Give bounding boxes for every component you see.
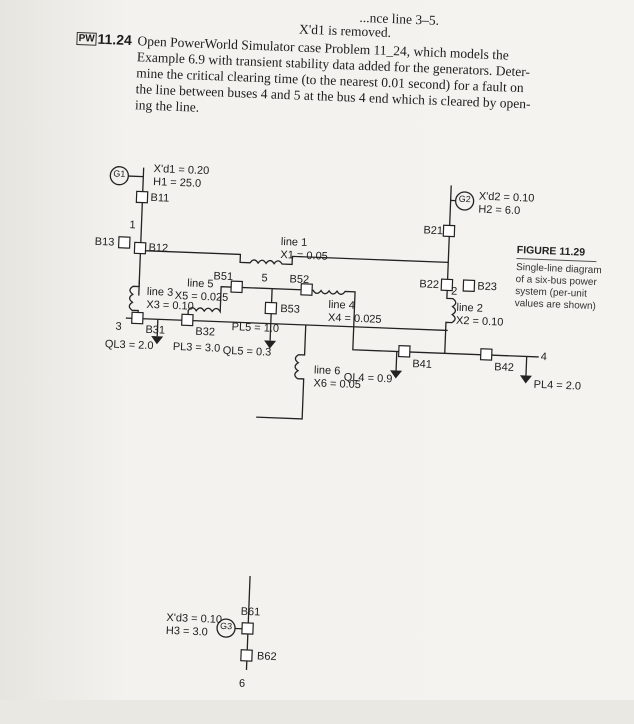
line-3-name: line 3 (147, 286, 174, 299)
line-6-wire (256, 323, 306, 419)
breaker-b32 (182, 314, 193, 325)
textbook-page: ...nce line 3–5. X'd1 is removed. PW 11.… (0, 0, 634, 700)
load-4-q: QL4 = 0.9 (344, 371, 393, 385)
label-b12: B12 (148, 242, 168, 255)
gen3-xd: X'd3 = 0.10 (166, 612, 222, 626)
load-4-feeder (526, 356, 527, 375)
breaker-b41 (399, 346, 410, 357)
label-b31: B31 (145, 324, 165, 337)
label-b13: B13 (95, 236, 115, 249)
bus-3-number: 3 (115, 321, 122, 333)
generator-2-label: G2 (459, 194, 471, 204)
load-4-arrow (520, 375, 532, 383)
load-3-q: QL3 = 2.0 (105, 338, 154, 352)
breaker-b53 (265, 302, 276, 313)
line-2-wire (445, 292, 456, 353)
bus-2-number: 2 (451, 286, 458, 298)
breaker-b13 (119, 237, 130, 248)
bus-6-number: 6 (239, 678, 246, 690)
gen1-xd: X'd1 = 0.20 (153, 163, 209, 177)
bus-3-bar (126, 318, 448, 330)
label-b21: B21 (423, 224, 443, 237)
breaker-b62 (241, 650, 252, 661)
generator-1-label: G1 (113, 168, 125, 178)
breaker-b12 (134, 242, 145, 253)
gen3-h: H3 = 3.0 (166, 625, 208, 639)
load-4-p: PL4 = 2.0 (533, 379, 581, 393)
bus-4-number: 4 (540, 351, 547, 363)
load-4q-feeder (396, 351, 397, 370)
bus-4-bar (405, 352, 539, 357)
line-5-name: line 5 (187, 277, 214, 290)
label-b32: B32 (195, 326, 215, 339)
breaker-b42 (481, 349, 492, 360)
line-2-reactance: X2 = 0.10 (456, 315, 504, 329)
line-6-name: line 6 (314, 364, 341, 377)
label-b41: B41 (412, 358, 432, 371)
gen2-xd: X'd2 = 0.10 (479, 191, 535, 205)
load-3-p: PL3 = 3.0 (173, 341, 221, 355)
label-b42: B42 (494, 361, 514, 374)
bus-1-bar (139, 168, 144, 296)
line-1-name: line 1 (281, 236, 308, 249)
gen2-h: H2 = 6.0 (478, 204, 520, 218)
breaker-b61 (242, 623, 253, 634)
load-5-q: QL5 = 0.3 (222, 345, 271, 359)
breaker-b31 (132, 312, 143, 323)
breaker-b23 (463, 280, 474, 291)
line-1-reactance: X1 = 0.05 (280, 249, 328, 263)
label-b61: B61 (240, 606, 260, 619)
breaker-b11 (136, 191, 147, 202)
bus-2-bar (447, 185, 451, 292)
line-2-name: line 2 (456, 302, 483, 315)
bus-1-number: 1 (129, 219, 136, 231)
line-5-reactance: X5 = 0.025 (175, 290, 229, 304)
bus-5-number: 5 (261, 272, 268, 284)
breaker-b21 (443, 225, 454, 236)
gen1-h: H1 = 25.0 (153, 176, 201, 190)
load-5-p: PL5 = 1.0 (231, 321, 279, 335)
label-b52: B52 (289, 273, 309, 286)
line-4-reactance: X4 = 0.025 (328, 312, 382, 326)
label-b51: B51 (213, 270, 233, 283)
label-b11: B11 (150, 192, 169, 205)
label-b62: B62 (257, 650, 277, 663)
label-b22: B22 (419, 278, 439, 291)
line-4-name: line 4 (328, 299, 355, 312)
label-b53: B53 (280, 303, 300, 316)
label-b23: B23 (477, 281, 497, 294)
